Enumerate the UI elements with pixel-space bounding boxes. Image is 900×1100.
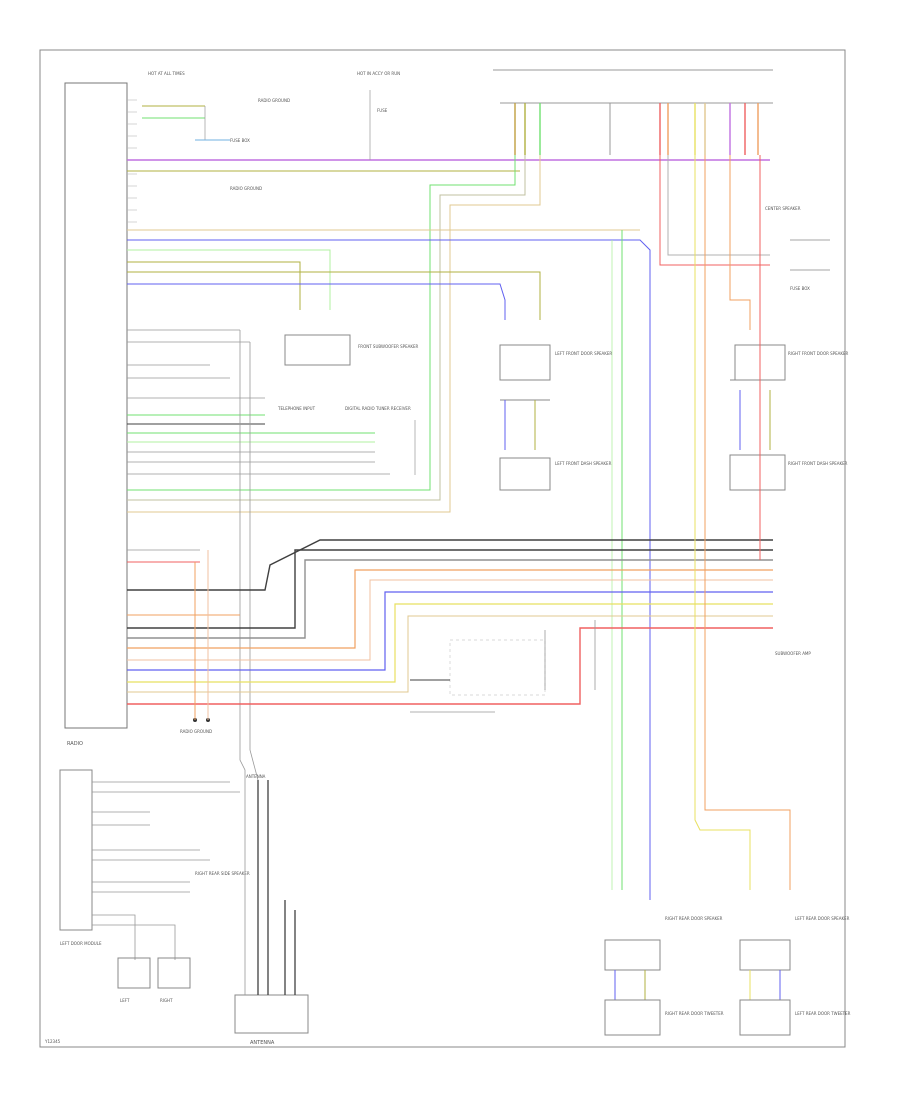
- front-subwoofer-box: [284, 334, 351, 366]
- svg-text:RIGHT REAR SIDE SPEAKER: RIGHT REAR SIDE SPEAKER: [195, 871, 250, 876]
- svg-text:LEFT REAR DOOR TWEETER: LEFT REAR DOOR TWEETER: [795, 1011, 851, 1016]
- radio-box: [64, 82, 128, 729]
- svg-text:TELEPHONE INPUT: TELEPHONE INPUT: [277, 406, 316, 411]
- svg-text:LEFT FRONT DASH SPEAKER: LEFT FRONT DASH SPEAKER: [555, 461, 612, 466]
- svg-text:Y12345: Y12345: [44, 1039, 61, 1044]
- svg-text:LEFT FRONT DOOR SPEAKER: LEFT FRONT DOOR SPEAKER: [555, 351, 612, 356]
- radio-label: RADIO: [67, 741, 83, 747]
- antenna-label: ANTENNA: [250, 1040, 275, 1046]
- svg-text:HOT IN ACCY OR RUN: HOT IN ACCY OR RUN: [357, 71, 400, 76]
- svg-text:FUSE BOX: FUSE BOX: [790, 286, 810, 291]
- svg-text:HOT AT ALL TIMES: HOT AT ALL TIMES: [148, 71, 185, 76]
- svg-text:RIGHT REAR DOOR TWEETER: RIGHT REAR DOOR TWEETER: [665, 1011, 724, 1016]
- top-right-connector: [514, 103, 759, 155]
- svg-text:CENTER SPEAKER: CENTER SPEAKER: [765, 206, 801, 211]
- svg-text:LEFT: LEFT: [120, 998, 130, 1003]
- svg-text:RADIO GROUND: RADIO GROUND: [180, 729, 212, 734]
- svg-text:RIGHT FRONT DOOR SPEAKER: RIGHT FRONT DOOR SPEAKER: [788, 351, 849, 356]
- radio-pins: [127, 99, 137, 223]
- svg-text:ANTENNA: ANTENNA: [246, 774, 266, 779]
- svg-text:FUSE: FUSE: [377, 108, 388, 113]
- svg-text:RIGHT: RIGHT: [160, 998, 173, 1003]
- svg-text:RIGHT FRONT DASH SPEAKER: RIGHT FRONT DASH SPEAKER: [788, 461, 848, 466]
- antenna-box: [234, 994, 309, 1034]
- subwoofer-amp-bus: [127, 539, 773, 705]
- svg-text:FUSE BOX: FUSE BOX: [230, 138, 250, 143]
- left-door-module: [59, 769, 93, 931]
- svg-text:LEFT REAR DOOR SPEAKER: LEFT REAR DOOR SPEAKER: [795, 916, 850, 921]
- svg-text:RADIO GROUND: RADIO GROUND: [230, 186, 262, 191]
- svg-text:RADIO GROUND: RADIO GROUND: [258, 98, 290, 103]
- svg-text:FRONT SUBWOOFER SPEAKER: FRONT SUBWOOFER SPEAKER: [358, 344, 419, 349]
- svg-text:RIGHT REAR DOOR SPEAKER: RIGHT REAR DOOR SPEAKER: [665, 916, 723, 921]
- svg-text:SUBWOOFER AMP: SUBWOOFER AMP: [775, 651, 811, 656]
- svg-text:DIGITAL RADIO TUNER RECEIVER: DIGITAL RADIO TUNER RECEIVER: [345, 406, 411, 411]
- diagram-frame: [39, 49, 846, 1048]
- svg-text:LEFT DOOR MODULE: LEFT DOOR MODULE: [60, 941, 102, 946]
